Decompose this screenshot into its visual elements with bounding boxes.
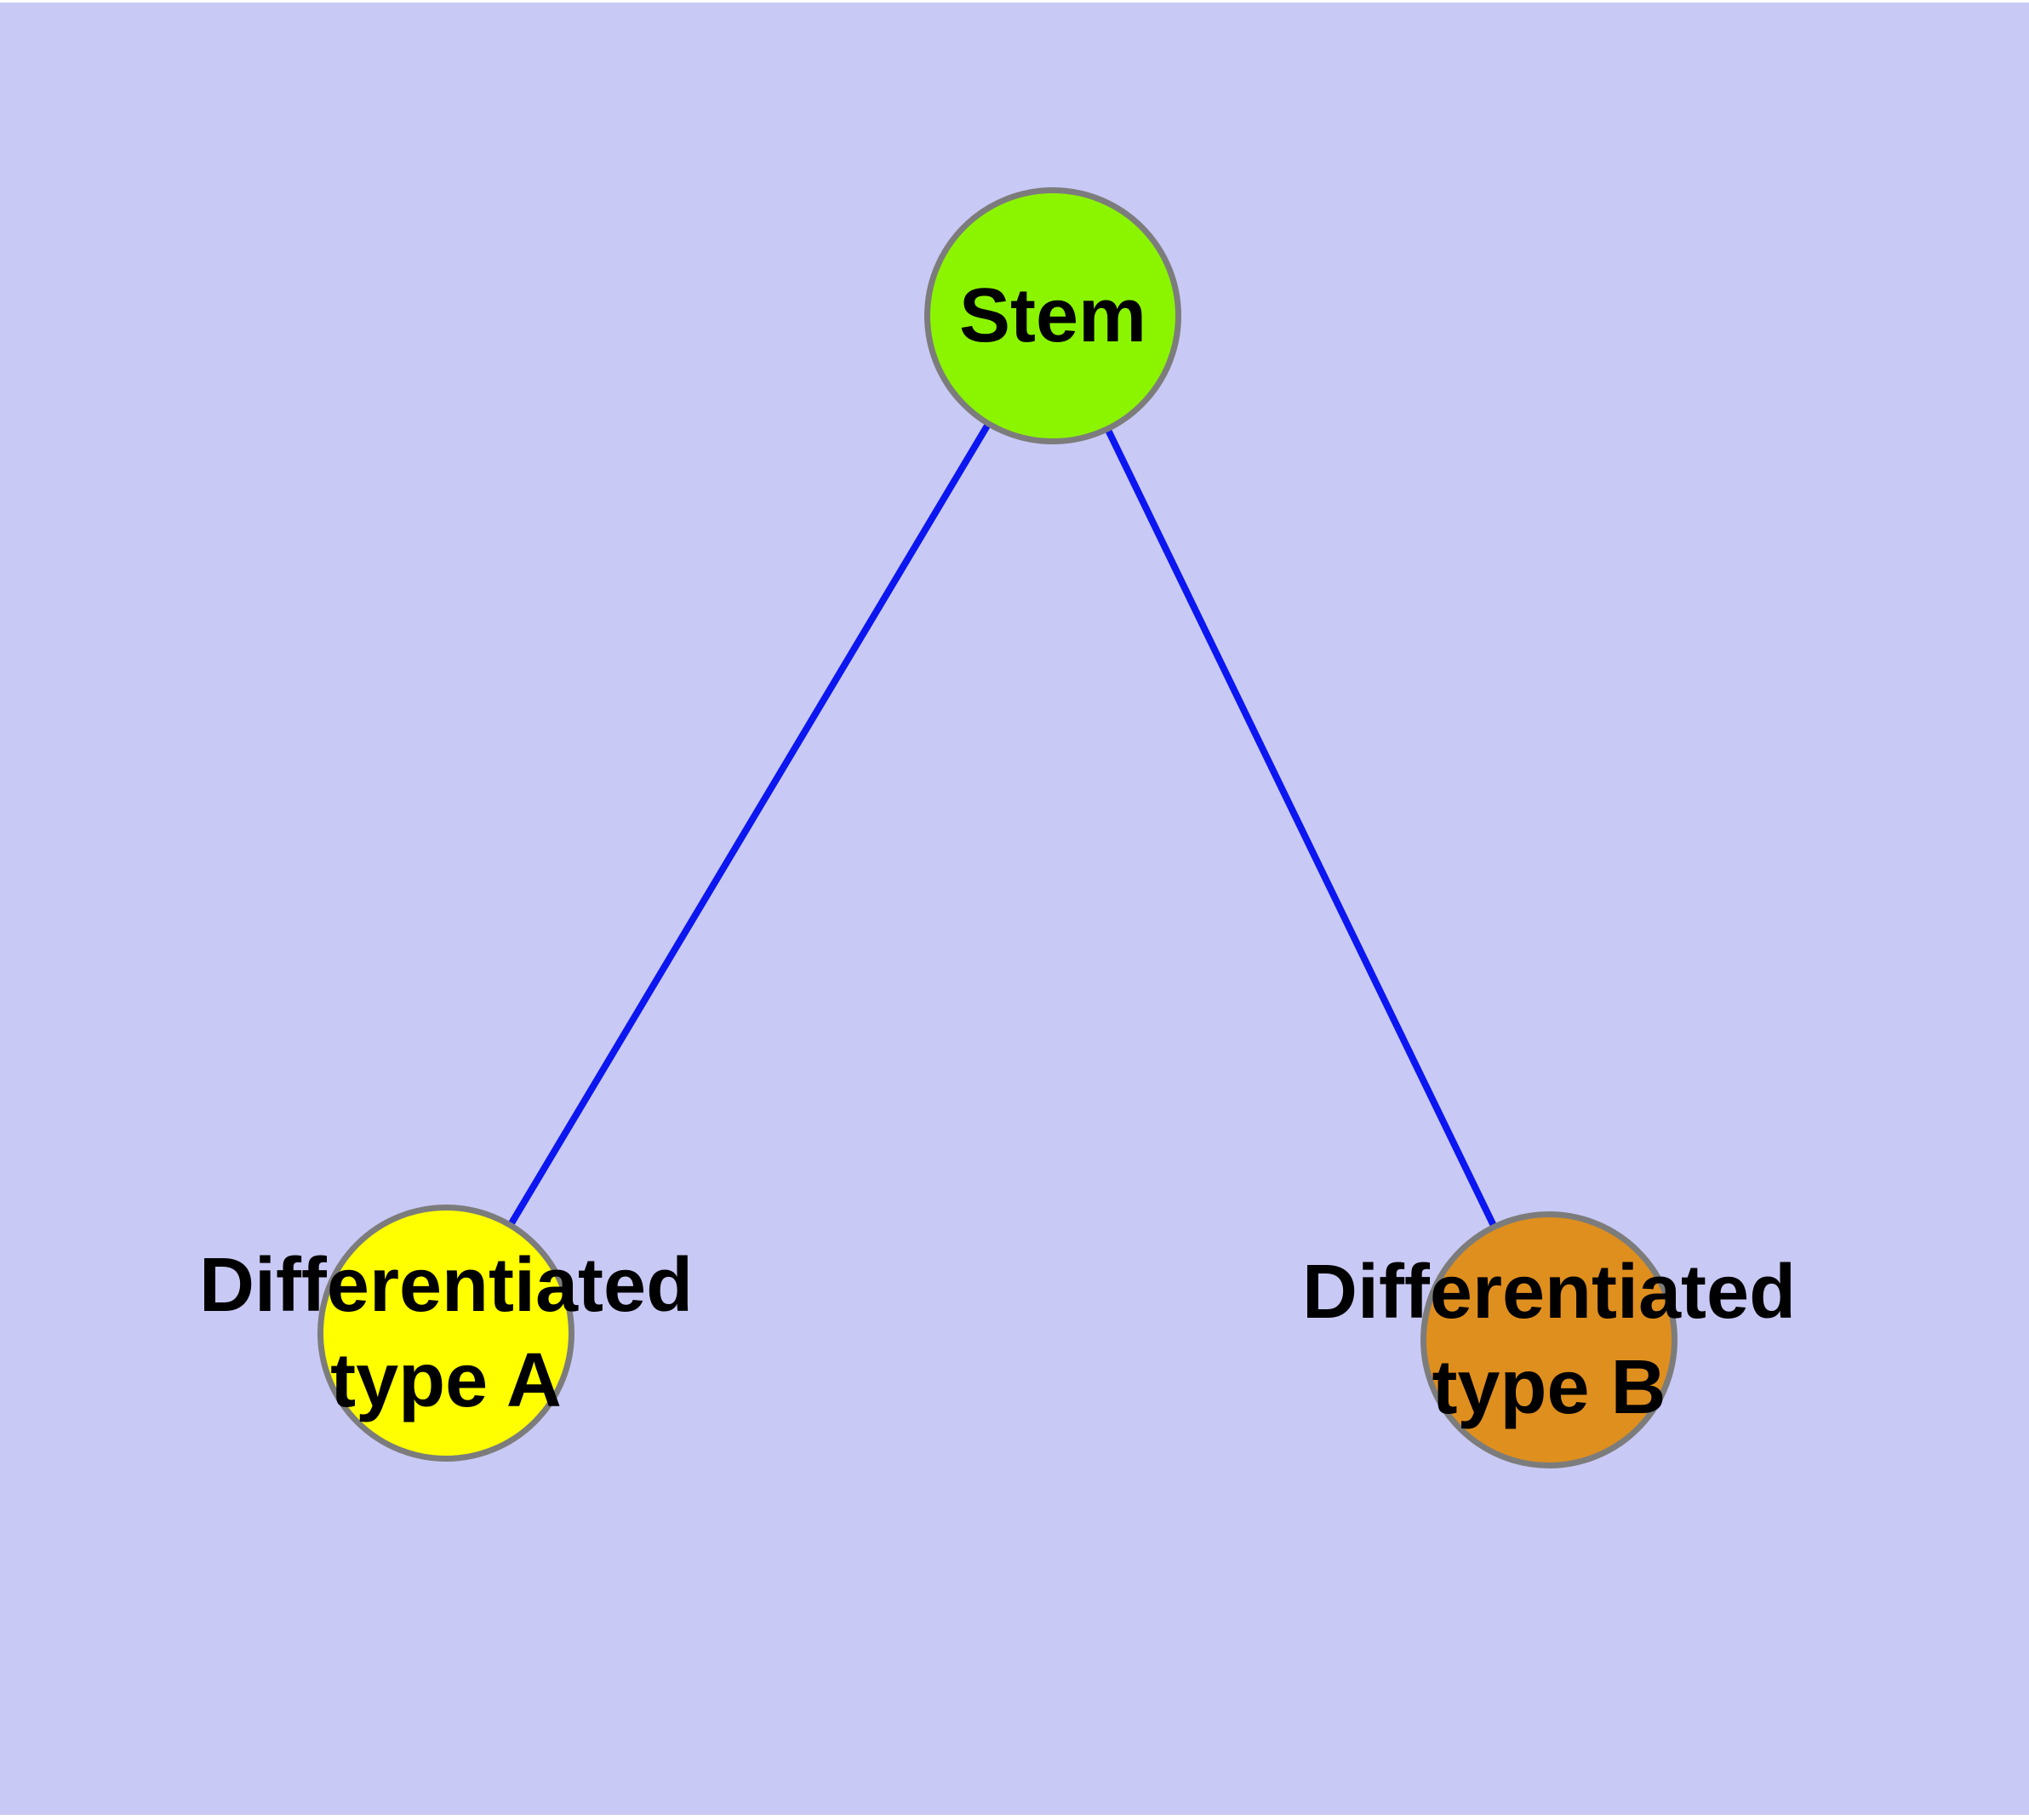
node-type-b — [1420, 1211, 1677, 1468]
edge-stem-to-type-b — [1049, 314, 1552, 1342]
node-label-type-a: Differentiated type A — [198, 1243, 694, 1423]
edge-stem-to-type-a — [443, 313, 1056, 1336]
node-stem — [924, 187, 1181, 444]
node-type-a — [317, 1205, 574, 1462]
node-label-stem: Stem — [958, 273, 1147, 358]
node-label-type-b: Differentiated type B — [1301, 1250, 1797, 1430]
